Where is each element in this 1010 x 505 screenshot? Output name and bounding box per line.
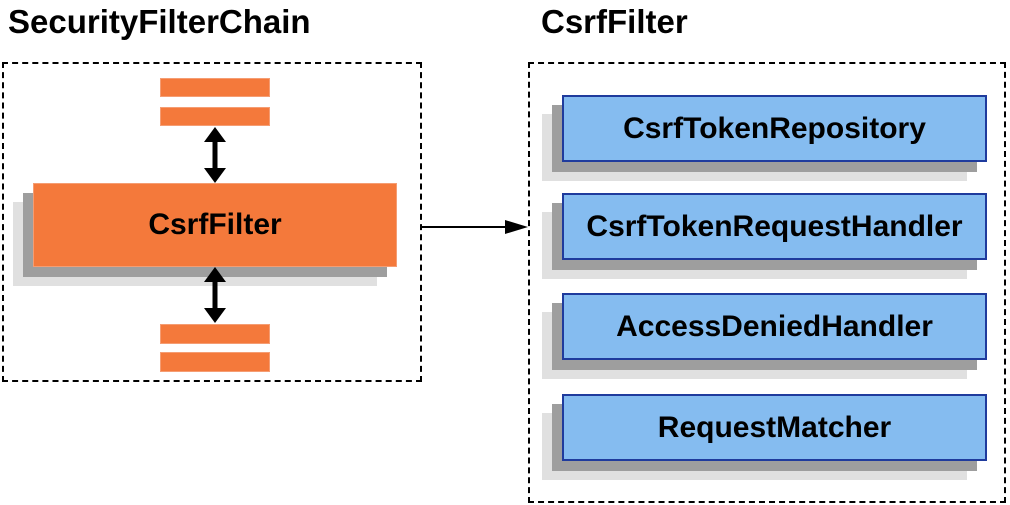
delegates-arrow-icon — [422, 220, 528, 234]
csrf-filter-boundary — [528, 62, 1006, 503]
filter-bar-bottom-1 — [160, 324, 270, 344]
security-filter-chain-title: SecurityFilterChain — [8, 3, 311, 40]
bidirectional-arrow-top-icon — [204, 127, 226, 183]
security-filter-chain-boundary — [2, 62, 422, 382]
component-label: AccessDeniedHandler — [616, 309, 933, 343]
filter-bar-top-2 — [160, 107, 270, 126]
component-label: CsrfTokenRequestHandler — [586, 209, 963, 243]
component-label: RequestMatcher — [657, 410, 892, 444]
csrf-filter-box-label: CsrfFilter — [148, 208, 282, 241]
csrf-filter-box: CsrfFilter — [33, 183, 397, 267]
bidirectional-arrow-bottom-icon — [204, 267, 226, 323]
component-box-csrf-token-request-handler: CsrfTokenRequestHandler — [562, 193, 987, 260]
filter-bar-bottom-2 — [160, 352, 270, 372]
component-box-csrf-token-repository: CsrfTokenRepository — [562, 95, 987, 162]
component-box-request-matcher: RequestMatcher — [562, 394, 987, 461]
component-label: CsrfTokenRepository — [623, 111, 926, 145]
component-box-access-denied-handler: AccessDeniedHandler — [562, 293, 987, 360]
csrf-filter-group-title: CsrfFilter — [541, 3, 688, 40]
filter-bar-top-1 — [160, 78, 270, 97]
